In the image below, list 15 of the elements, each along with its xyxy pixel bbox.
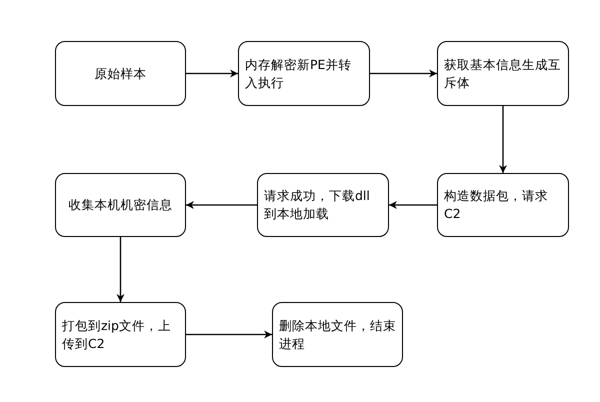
process-box: 收集本机机密信息 — [55, 173, 186, 237]
arrow — [389, 201, 437, 209]
process-box: 请求成功，下载dll到本地加载 — [257, 173, 389, 237]
arrow — [186, 330, 272, 338]
arrow — [186, 201, 257, 209]
process-box: 获取基本信息生成互斥体 — [437, 41, 569, 106]
process-box: 删除本地文件，结束进程 — [272, 302, 403, 367]
process-box: 打包到zip文件，上传到C2 — [55, 302, 186, 367]
arrow — [186, 70, 238, 78]
process-box: 构造数据包，请求C2 — [437, 173, 569, 237]
process-box: 原始样本 — [55, 41, 186, 106]
arrow — [499, 106, 507, 173]
process-box: 内存解密新PE并转入执行 — [238, 41, 370, 106]
arrow — [116, 237, 124, 302]
arrow — [370, 70, 437, 78]
